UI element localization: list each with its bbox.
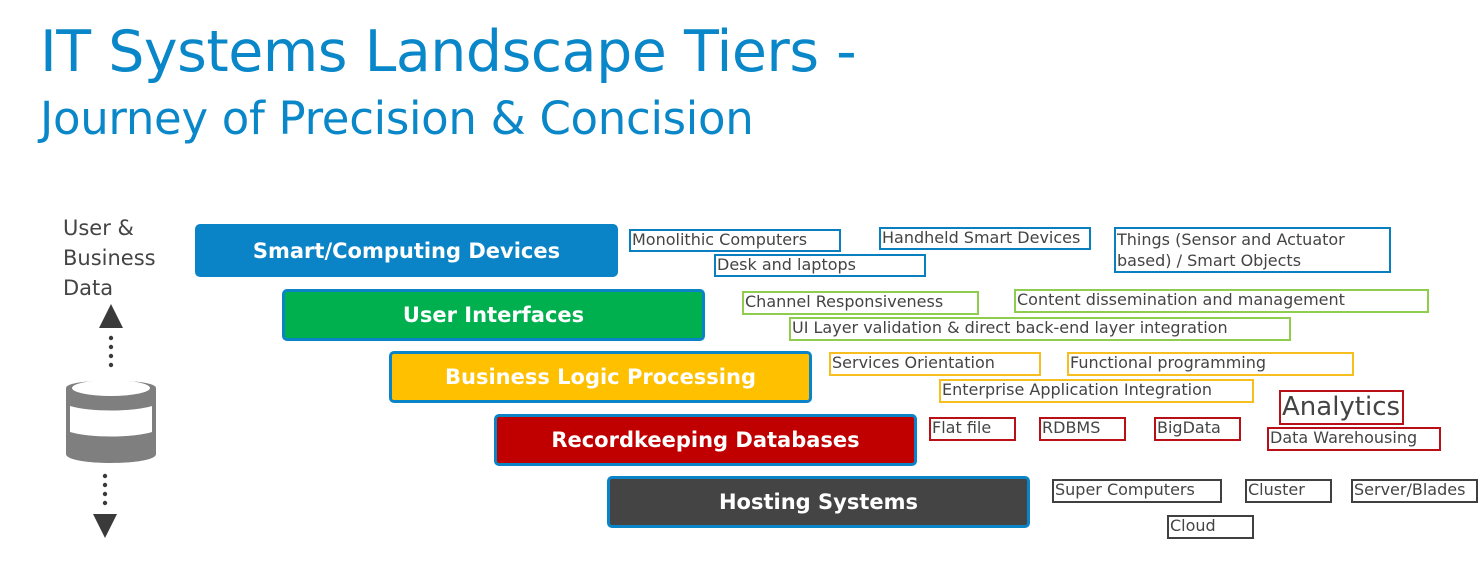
- user-business-data-label: User & Business Data: [63, 213, 156, 303]
- tag-monolithic-computers: Monolithic Computers: [629, 229, 841, 252]
- tag-server-blades: Server/Blades: [1351, 479, 1478, 503]
- title-line-2: Journey of Precision & Concision: [40, 92, 754, 145]
- tag-handheld-smart-devices: Handheld Smart Devices: [879, 227, 1091, 250]
- down-arrow-icon: [93, 473, 117, 538]
- tag-flat-file: Flat file: [929, 417, 1016, 441]
- tag-super-computers: Super Computers: [1052, 479, 1222, 503]
- tag-enterprise-application-integration: Enterprise Application Integration: [939, 379, 1254, 403]
- tag-data-warehousing: Data Warehousing: [1267, 427, 1441, 451]
- side-label-line: Data: [63, 276, 114, 300]
- database-icon: [66, 380, 156, 463]
- side-label-line: User &: [63, 216, 134, 240]
- tag-things-smart-objects: Things (Sensor and Actuator based) / Sma…: [1114, 227, 1391, 273]
- up-arrow-icon: [99, 304, 123, 368]
- tag-services-orientation: Services Orientation: [829, 352, 1041, 376]
- title-line-1: IT Systems Landscape Tiers -: [40, 19, 857, 85]
- tier-user-interfaces: User Interfaces: [282, 289, 705, 341]
- side-label-line: Business: [63, 246, 156, 270]
- tag-functional-programming: Functional programming: [1067, 352, 1354, 376]
- tag-channel-responsiveness: Channel Responsiveness: [742, 291, 979, 315]
- tag-bigdata: BigData: [1154, 417, 1241, 441]
- tag-cluster: Cluster: [1245, 479, 1332, 503]
- tag-content-dissemination: Content dissemination and management: [1014, 289, 1429, 313]
- tag-rdbms: RDBMS: [1039, 417, 1126, 441]
- tag-cloud: Cloud: [1167, 515, 1254, 539]
- tier-hosting-systems: Hosting Systems: [607, 476, 1030, 528]
- tag-analytics: Analytics: [1279, 390, 1404, 425]
- tier-business-logic-processing: Business Logic Processing: [389, 351, 812, 403]
- tag-desk-and-laptops: Desk and laptops: [714, 254, 926, 277]
- tag-ui-layer-validation: UI Layer validation & direct back-end la…: [789, 317, 1291, 341]
- tier-recordkeeping-databases: Recordkeeping Databases: [494, 414, 917, 466]
- tier-smart-computing-devices: Smart/Computing Devices: [195, 224, 618, 277]
